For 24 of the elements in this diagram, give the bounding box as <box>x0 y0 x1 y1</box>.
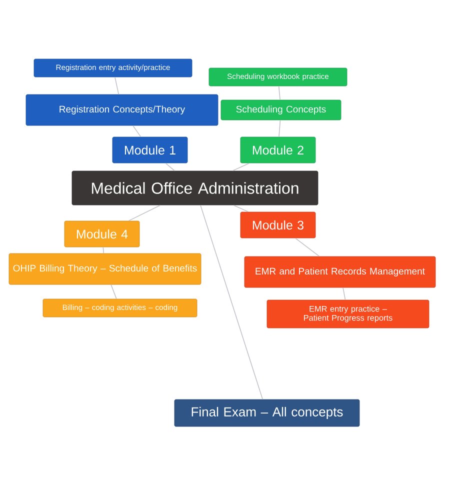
module-box: Module 3 <box>240 212 316 238</box>
connector-line <box>102 246 104 254</box>
connector-line <box>200 204 264 400</box>
central-topic-box: Medical Office Administration <box>72 170 318 206</box>
connector-line <box>233 204 249 212</box>
exam-box: Final Exam – All concepts <box>174 399 360 427</box>
connector-line <box>128 204 161 222</box>
connector-line <box>165 162 176 172</box>
connector-line <box>342 287 346 300</box>
connector-line <box>278 120 281 138</box>
topic-box: OHIP Billing Theory – Schedule of Benefits <box>8 253 202 285</box>
module-box: Module 1 <box>112 136 188 164</box>
topic-box: EMR entry practice – Patient Progress reports <box>266 300 430 328</box>
connector-line <box>110 284 117 300</box>
topic-box: Scheduling Concepts <box>220 100 342 120</box>
topic-box: EMR and Patient Records Management <box>244 256 436 288</box>
connector-line <box>295 238 320 257</box>
connector-line <box>278 86 280 100</box>
module-box: Module 4 <box>64 220 140 248</box>
connector-line <box>232 162 250 172</box>
connector-line <box>114 76 120 95</box>
topic-box: Registration Concepts/Theory <box>26 94 218 126</box>
module-box: Module 2 <box>240 136 316 164</box>
connector-line <box>132 125 142 138</box>
